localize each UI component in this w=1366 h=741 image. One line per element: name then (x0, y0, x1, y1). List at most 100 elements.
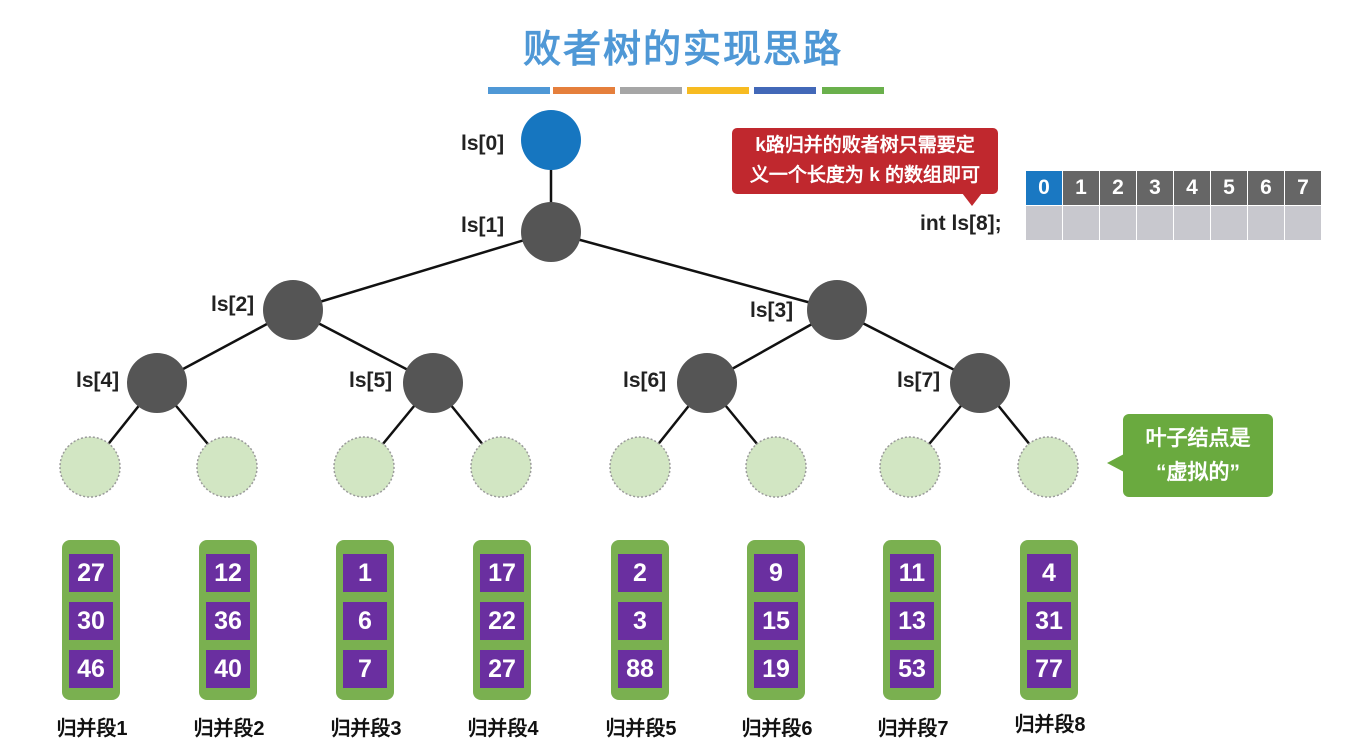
ls-array: 0 1 2 3 4 5 6 7 (1025, 170, 1322, 241)
segment-value: 36 (206, 602, 250, 640)
root-node (521, 110, 581, 170)
array-index: 2 (1099, 170, 1137, 206)
node-label-ls1: ls[1] (461, 214, 505, 237)
array-size-callout: k路归并的败者树只需要定 义一个长度为 k 的数组即可 (732, 128, 998, 206)
segment-label-4: 归并段4 (467, 718, 539, 740)
color-bar-segment (553, 87, 615, 94)
leaf-node (333, 436, 395, 498)
merge-segment-2: 12 36 40 (199, 540, 257, 700)
array-index: 4 (1173, 170, 1211, 206)
array-cell (1173, 205, 1211, 241)
merge-segment-3: 1 6 7 (336, 540, 394, 700)
node-label-ls5: ls[5] (349, 369, 393, 392)
array-cell (1284, 205, 1322, 241)
segment-value: 27 (69, 554, 113, 592)
node-label-ls3: ls[3] (750, 299, 794, 322)
segment-value: 46 (69, 650, 113, 688)
merge-segment-5: 2 3 88 (611, 540, 669, 700)
leaf-node (745, 436, 807, 498)
array-index: 1 (1062, 170, 1100, 206)
merge-segment-7: 11 13 53 (883, 540, 941, 700)
segment-value: 53 (890, 650, 934, 688)
internal-node (403, 353, 463, 413)
array-index: 0 (1025, 170, 1063, 206)
segment-label-2: 归并段2 (193, 718, 265, 740)
array-index: 5 (1210, 170, 1248, 206)
leaf-node (1017, 436, 1079, 498)
segment-label-6: 归并段6 (741, 718, 813, 740)
callout-pointer (962, 193, 982, 206)
color-bar-segment (754, 87, 816, 94)
node-label-ls4: ls[4] (76, 369, 120, 392)
color-bar-segment (488, 87, 550, 94)
array-index: 3 (1136, 170, 1174, 206)
array-cell (1099, 205, 1137, 241)
segment-label-7: 归并段7 (877, 718, 949, 740)
node-label-ls0: ls[0] (461, 132, 505, 155)
edge (292, 230, 552, 312)
internal-node (807, 280, 867, 340)
array-cell (1062, 205, 1100, 241)
node-label-ls6: ls[6] (623, 369, 667, 392)
segment-value: 27 (480, 650, 524, 688)
color-bar-segment (620, 87, 682, 94)
segment-value: 13 (890, 602, 934, 640)
node-label-ls2: ls[2] (211, 293, 255, 316)
callout-line: “虚拟的” (1156, 461, 1240, 484)
segment-label-5: 归并段5 (605, 718, 677, 740)
segment-value: 19 (754, 650, 798, 688)
segment-value: 40 (206, 650, 250, 688)
callout-line: k路归并的败者树只需要定 (755, 135, 975, 156)
segment-value: 6 (343, 602, 387, 640)
segment-value: 88 (618, 650, 662, 688)
edge (550, 230, 838, 312)
array-cell (1210, 205, 1248, 241)
color-bar-segment (687, 87, 749, 94)
segment-label-8: 归并段8 (1014, 714, 1086, 736)
segment-label-3: 归并段3 (330, 718, 402, 740)
leaf-node (59, 436, 121, 498)
leaf-node (196, 436, 258, 498)
internal-node (950, 353, 1010, 413)
segment-value: 17 (480, 554, 524, 592)
segment-value: 2 (618, 554, 662, 592)
leaf-node (470, 436, 532, 498)
segment-value: 11 (890, 554, 934, 592)
callout-line: 叶子结点是 (1145, 427, 1251, 450)
merge-segment-6: 9 15 19 (747, 540, 805, 700)
merge-segment-8: 4 31 77 (1020, 540, 1078, 700)
segment-value: 7 (343, 650, 387, 688)
array-cell (1247, 205, 1285, 241)
segment-label-1: 归并段1 (56, 718, 128, 740)
segment-value: 12 (206, 554, 250, 592)
segment-value: 77 (1027, 650, 1071, 688)
segment-value: 31 (1027, 602, 1071, 640)
segment-value: 30 (69, 602, 113, 640)
leaf-node (879, 436, 941, 498)
internal-node (677, 353, 737, 413)
segment-value: 15 (754, 602, 798, 640)
segment-value: 22 (480, 602, 524, 640)
leaf-node (609, 436, 671, 498)
color-bar-segment (822, 87, 884, 94)
merge-segment-4: 17 22 27 (473, 540, 531, 700)
virtual-leaf-callout: 叶子结点是 “虚拟的” (1107, 414, 1273, 497)
array-cell (1136, 205, 1174, 241)
callout-pointer (1107, 454, 1124, 472)
array-index-row: 0 1 2 3 4 5 6 7 (1025, 170, 1322, 206)
callout-line: 义一个长度为 k 的数组即可 (749, 165, 981, 186)
node-label-ls7: ls[7] (897, 369, 941, 392)
segment-value: 4 (1027, 554, 1071, 592)
segment-value: 1 (343, 554, 387, 592)
array-value-row (1025, 205, 1322, 241)
merge-segment-1: 27 30 46 (62, 540, 120, 700)
segment-value: 3 (618, 602, 662, 640)
internal-node (263, 280, 323, 340)
array-cell (1025, 205, 1063, 241)
internal-node (521, 202, 581, 262)
segment-value: 9 (754, 554, 798, 592)
array-index: 7 (1284, 170, 1322, 206)
array-declaration: int ls[8]; (920, 212, 1002, 235)
page-title: 败者树的实现思路 (522, 29, 843, 71)
